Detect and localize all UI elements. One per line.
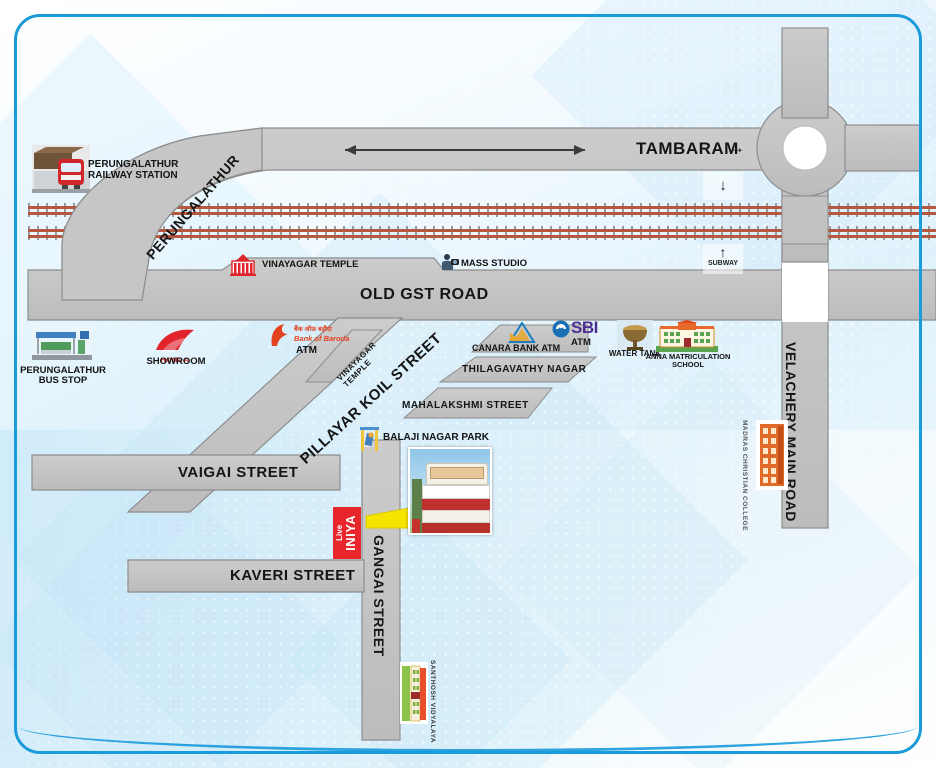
poi-label-subway: SUBWAY xyxy=(707,260,739,267)
water-tank-icon xyxy=(617,320,653,350)
bank-of-baroda-name: Bank of Baroda xyxy=(294,334,350,343)
poi-label-bank-of-baroda-atm: ATM xyxy=(296,345,317,356)
rail-line xyxy=(28,212,936,215)
poi-label-water-tank: WATER TANK xyxy=(608,349,662,358)
road-label-vaigai-street: VAIGAI STREET xyxy=(178,464,299,481)
anna-school-line2: SCHOOL xyxy=(671,359,705,369)
road-east-arm xyxy=(844,124,921,172)
train-icon xyxy=(32,145,90,193)
poi-label-canara-bank-atm: CANARA BANK ATM xyxy=(472,343,561,353)
bus-stop-line2: BUS STOP xyxy=(38,374,88,386)
canara-bank-icon xyxy=(508,321,536,343)
poi-label-railway-station: PERUNGALATHUR RAILWAY STATION xyxy=(88,159,179,181)
bus-stop-icon xyxy=(32,326,92,360)
poi-subway-north[interactable]: ↑ SUBWAY xyxy=(703,244,743,274)
playground-icon xyxy=(360,427,379,451)
rail-line xyxy=(28,229,936,232)
poi-perungalathur-railway-station[interactable] xyxy=(32,145,90,198)
rail-line xyxy=(28,235,936,238)
photo-band-red2 xyxy=(422,523,490,533)
poi-santhosh-vidyalaya[interactable] xyxy=(400,662,428,729)
road-thilagavathy-nagar xyxy=(438,356,598,383)
poi-label-vinayagar-temple: VINAYAGAR TEMPLE xyxy=(262,259,359,270)
roundabout-island xyxy=(782,125,828,171)
honda-wordmark: HONDA xyxy=(160,357,190,364)
rail-line xyxy=(28,206,936,209)
road-vaigai-street xyxy=(31,454,341,491)
railway-station-line1: PERUNGALATHUR xyxy=(88,159,179,170)
poi-label-anna-school: ANNA MATRICULATION SCHOOL xyxy=(644,353,732,369)
destination-badge[interactable]: Live INIYA xyxy=(333,507,361,559)
road-north-arm xyxy=(781,27,829,119)
photo-band-white2 xyxy=(422,510,490,523)
school-icon xyxy=(656,320,718,352)
poi-vinayagar-temple[interactable] xyxy=(228,254,258,281)
poi-label-mass-studio: MASS STUDIO xyxy=(461,258,527,269)
road-label-tambaram: TAMBARAM xyxy=(636,139,739,158)
road-kaveri-street xyxy=(127,559,365,593)
arrow-up-icon: ↑ xyxy=(719,244,727,260)
poi-perungalathur-bus-stop[interactable] xyxy=(32,326,92,365)
bank-of-baroda-wordmark: बैंक ऑफ़ बड़ौदा xyxy=(294,326,332,333)
road-label-mahalakshmi: MAHALAKSHMI STREET xyxy=(402,400,529,411)
destination-brand: INIYA xyxy=(343,515,359,551)
tambaram-direction-arrow xyxy=(345,145,585,155)
poi-canara-bank-atm[interactable] xyxy=(508,321,536,349)
map-bottom-arc xyxy=(18,726,918,752)
school-building-icon xyxy=(400,662,428,724)
bank-of-baroda-icon xyxy=(271,324,288,346)
anna-school-line1: ANNA MATRICULATION xyxy=(645,352,731,361)
poi-water-tank[interactable] xyxy=(617,320,653,355)
college-building-icon xyxy=(756,420,788,490)
sbi-icon xyxy=(552,320,570,338)
road-vinayagar-temple-street xyxy=(304,329,384,383)
poi-label-bus-stop: PERUNGALATHUR BUS STOP xyxy=(18,366,108,386)
bus-stop-line1: PERUNGALATHUR xyxy=(20,365,106,376)
road-mahalakshmi xyxy=(402,387,554,419)
railway-station-line2: RAILWAY STATION xyxy=(88,169,178,181)
poi-label-honda-showroom: SHOWROOM xyxy=(146,356,206,367)
poi-anna-matriculation-school[interactable] xyxy=(656,320,718,357)
poi-label-madras-christian-college: MADRAS CHRISTIAN COLLEGE xyxy=(741,420,748,531)
photo-vehicle xyxy=(412,519,420,533)
railway-track-upper xyxy=(28,203,936,217)
photo-tree xyxy=(412,479,422,533)
poi-subway-south[interactable]: ↓ xyxy=(703,172,743,200)
road-label-thilagavathy-nagar: THILAGAVATHY NAGAR xyxy=(462,364,587,375)
poi-bank-of-baroda-atm[interactable] xyxy=(268,322,292,353)
road-label-gangai-street: GANGAI STREET xyxy=(371,535,387,657)
sbi-wordmark: SBI xyxy=(571,318,598,337)
poi-sbi-atm[interactable] xyxy=(552,320,570,343)
tambaram-arrow-glyph: → xyxy=(728,138,746,157)
camera-icon xyxy=(442,254,459,270)
road-label-old-gst: OLD GST ROAD xyxy=(360,286,489,303)
poi-mass-studio[interactable] xyxy=(440,252,460,277)
photo-windows-top xyxy=(430,467,484,479)
poi-honda-showroom[interactable]: HONDA xyxy=(152,328,198,364)
temple-icon xyxy=(230,254,256,276)
arrow-down-icon: ↓ xyxy=(719,177,727,194)
poi-madras-christian-college[interactable] xyxy=(756,420,788,495)
poi-balaji-nagar-park[interactable] xyxy=(358,425,382,458)
photo-band-red xyxy=(422,499,490,510)
road-label-kaveri-street: KAVERI STREET xyxy=(230,567,356,584)
road-velachery-gap xyxy=(782,262,828,322)
poi-label-sbi-atm: ATM xyxy=(571,337,591,348)
poi-label-balaji-nagar-park: BALAJI NAGAR PARK xyxy=(383,432,489,443)
destination-photo[interactable] xyxy=(408,447,492,535)
photo-band-white xyxy=(422,485,490,499)
honda-wing-icon xyxy=(156,329,194,352)
